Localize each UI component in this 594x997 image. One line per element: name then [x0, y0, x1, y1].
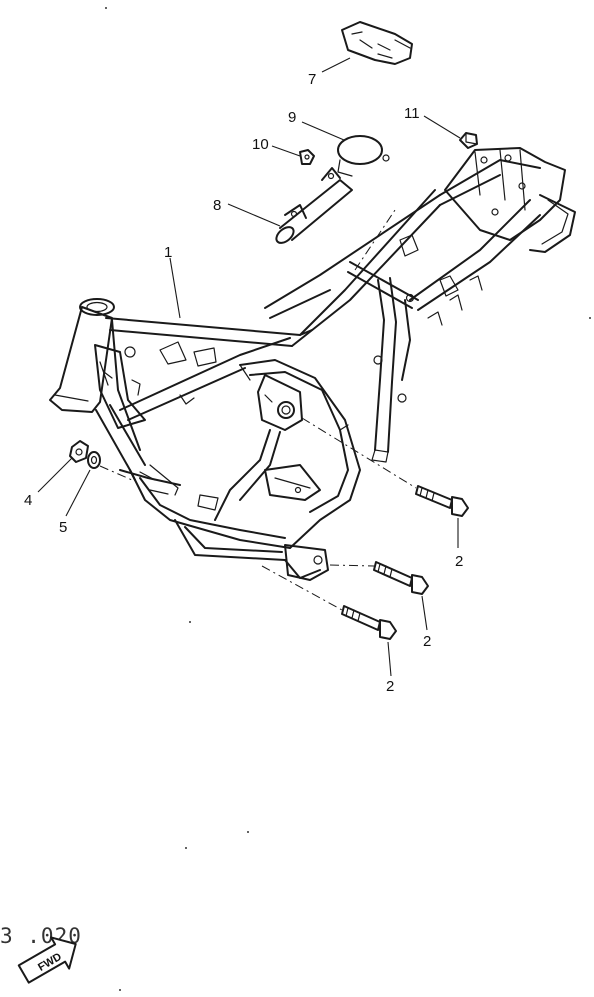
callout-1: 1 [164, 244, 172, 261]
callout-2-lower: 2 [386, 678, 394, 695]
callout-5: 5 [59, 519, 67, 536]
bolt-part-2-upper [415, 485, 469, 517]
callout-2-middle: 2 [423, 633, 431, 650]
fwd-arrow-icon [17, 936, 77, 984]
nut-part-11 [459, 132, 478, 149]
bolt-part-2-lower [341, 605, 397, 640]
bolt-part-2-middle [373, 561, 429, 595]
callout-4: 4 [24, 492, 32, 509]
alignment-lines [99, 209, 417, 611]
nut-part-10 [299, 149, 315, 165]
tube-part-8 [275, 167, 353, 244]
callout-10: 10 [252, 136, 269, 153]
nut-part-4 [69, 440, 89, 463]
callout-labels: 1 2 2 2 4 5 7 8 9 10 11 [24, 71, 463, 695]
callout-7: 7 [308, 71, 316, 88]
callout-11: 11 [404, 105, 420, 122]
washer-part-5 [87, 451, 101, 469]
callout-2-upper: 2 [455, 553, 463, 570]
main-frame [49, 147, 576, 581]
cap-part-9 [337, 135, 390, 177]
callout-9: 9 [288, 109, 296, 126]
callout-8: 8 [213, 197, 221, 214]
leader-lines [37, 57, 461, 677]
grommet-clip-part-7 [341, 21, 413, 65]
scan-specks [105, 7, 591, 991]
